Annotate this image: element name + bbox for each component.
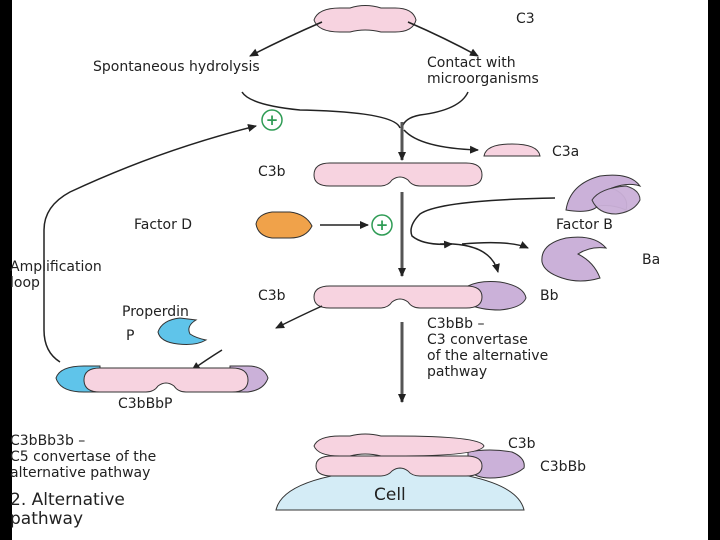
label-properdin: Properdin <box>122 304 189 320</box>
arrow-to-ba <box>461 241 529 249</box>
plus-sign-upper: + <box>266 111 279 129</box>
label-c3-top: C3 <box>516 11 535 27</box>
arrow-to-properdin <box>275 305 323 329</box>
amplification-loop-line <box>43 124 257 363</box>
label-c3-convertase: C3bBb – C3 convertase of the alternative… <box>427 316 549 380</box>
c3b-upper-molecule <box>313 162 483 187</box>
c3b-bottom-molecule <box>313 433 485 457</box>
label-factor-d: Factor D <box>134 217 193 233</box>
label-c3b-upper: C3b <box>258 164 286 180</box>
label-contact-with-microorganisms: Contact with microorganisms <box>427 55 539 87</box>
c3bbb-bottom-bb <box>467 449 525 479</box>
factor-d-enzyme <box>255 211 313 239</box>
label-section-title: 2. Alternative pathway <box>10 490 125 529</box>
c3-molecule <box>313 5 417 33</box>
curve-factor-b <box>410 197 556 249</box>
right-edge-bar <box>708 0 720 540</box>
label-factor-b: Factor B <box>556 217 613 233</box>
bb-fragment <box>467 281 527 311</box>
arrow-to-bb <box>439 243 500 273</box>
arrow-p-to-c3bbbp <box>191 349 223 371</box>
label-spontaneous-hydrolysis: Spontaneous hydrolysis <box>93 59 260 75</box>
label-c3a: C3a <box>552 144 580 160</box>
label-c5-convertase: C3bBb3b – C5 convertase of the alternati… <box>10 433 157 481</box>
plus-sign-factor-d: + <box>376 216 389 234</box>
arrow-to-c3a <box>403 129 479 154</box>
label-cell: Cell <box>374 485 406 505</box>
label-c3bbbp: C3bBbP <box>118 396 173 412</box>
label-c3b-bottom: C3b <box>508 436 536 452</box>
label-amplification-loop: Amplification loop <box>10 259 102 291</box>
curve-hydrolysis <box>241 91 401 129</box>
left-edge-bar <box>0 0 12 540</box>
curve-contact <box>401 91 469 129</box>
arrow-c3-to-contact <box>407 21 479 57</box>
c3a-fragment <box>483 143 541 157</box>
label-ba: Ba <box>642 252 661 268</box>
label-c3bbb-bottom: C3bBb <box>540 459 587 475</box>
plus-circle-upper <box>261 109 283 131</box>
arrow-c3-to-hydrolysis <box>249 21 323 57</box>
plus-circle-factor-d <box>371 214 393 236</box>
properdin-molecule <box>157 317 208 345</box>
label-bb: Bb <box>540 288 559 304</box>
label-c3b-middle: C3b <box>258 288 286 304</box>
c3bbbp-pink-part <box>83 367 249 393</box>
c3bbb-bottom-c3b <box>315 455 483 477</box>
factor-b-inner <box>591 185 641 215</box>
ba-fragment <box>541 236 608 282</box>
c3b-middle-molecule <box>313 285 483 309</box>
label-p: P <box>126 328 135 344</box>
